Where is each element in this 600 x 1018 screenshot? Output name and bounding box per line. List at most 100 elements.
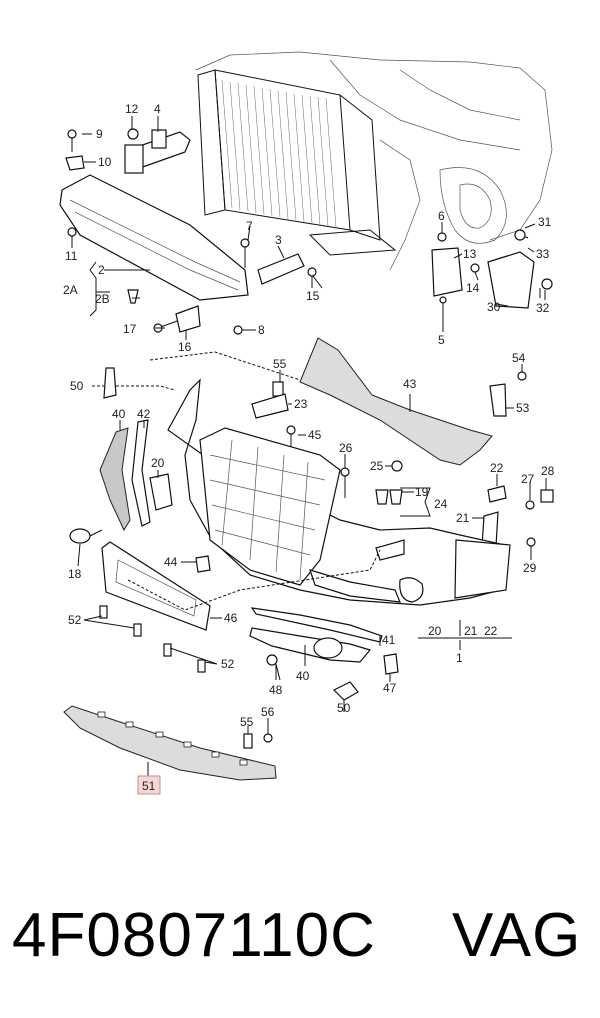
grille-insert-42 [131,419,151,527]
callout-52-lower: 52 [221,657,235,671]
callout-6: 6 [438,209,445,223]
radiator [197,69,397,256]
clip-44 [195,555,211,573]
nut-12 [127,128,139,140]
bolt-32 [539,278,553,298]
callout-16: 16 [178,340,192,354]
callout-2A: 2A [63,283,78,297]
bolt-48 [266,654,281,681]
lower-spoiler-51 [63,705,277,781]
bracket-47 [383,653,399,675]
plug-28 [540,489,554,503]
callout-4: 4 [154,102,161,116]
highlight-box-51 [137,775,161,795]
reinforcement-43 [299,337,493,466]
callout-43: 43 [403,377,417,391]
callout-1: 1 [456,651,463,665]
callout-52-upper: 52 [68,613,82,627]
callout-31: 31 [538,215,552,229]
car-body-outline [195,51,553,271]
callout-13: 13 [463,247,477,261]
callout-5: 5 [438,333,445,347]
callout-30: 30 [487,300,501,314]
callout-18: 18 [68,567,82,581]
callout-54: 54 [512,351,526,365]
nut-6 [437,232,447,242]
nut-11 [67,227,77,237]
callout-labels: 12 4 9 10 11 2 2A 2B 17 16 8 7 3 15 6 13… [63,102,555,795]
callout-10: 10 [98,155,112,169]
crash-box-4 [124,129,191,174]
callout-26: 26 [339,441,353,455]
bolt-31 [514,229,529,241]
callout-22-upper: 22 [490,461,504,475]
callout-29: 29 [523,561,537,575]
clip-22 [487,485,507,503]
bracket-23 [251,393,289,419]
tow-eye-18 [69,528,103,544]
bolt-29 [526,537,536,547]
callout-45: 45 [308,428,322,442]
callout-40-upper: 40 [112,407,126,421]
clips-52-lower [163,643,206,673]
callout-2: 2 [98,263,105,277]
leader-lines [71,116,547,776]
sensor-3 [257,253,305,285]
part-number-text: 4F0807110C [12,901,376,970]
callout-14: 14 [466,281,480,295]
callout-40-lower: 40 [296,669,310,683]
callout-27: 27 [521,472,535,486]
callout-42: 42 [137,407,151,421]
bolt-9 [67,129,77,152]
bolt-17 [153,319,181,333]
bracket-55-lower [243,733,253,749]
callout-20-lower: 20 [428,624,442,638]
bracket-55-upper [272,381,284,397]
moulding-50-upper [103,367,117,399]
cover-20-left [149,473,173,511]
callout-15: 15 [306,289,320,303]
callout-21-upper: 21 [456,511,470,525]
bolt-25 [391,460,403,472]
clip-2B [127,289,139,304]
callout-46: 46 [224,611,238,625]
callout-11: 11 [65,249,78,263]
callout-48: 48 [269,683,283,697]
bracket-53 [489,383,507,417]
nut-27 [525,500,535,510]
callout-7: 7 [246,219,253,233]
bracket-30 [487,251,535,309]
bolt-56 [263,733,273,743]
callout-50-upper: 50 [70,379,84,393]
bracket-13 [431,247,463,297]
callout-3: 3 [275,233,282,247]
bolt-14 [470,263,480,273]
brand-text: VAG [452,901,582,970]
bolt-45 [286,425,296,455]
grille-40-lower [249,627,372,663]
callout-33: 33 [536,247,550,261]
callout-8: 8 [258,323,265,337]
callout-12: 12 [125,102,139,116]
callout-23: 23 [294,397,308,411]
bolt-26 [340,467,350,498]
callout-24: 24 [434,497,448,511]
nut-8 [233,325,243,335]
bumper-cover [167,378,511,606]
callout-51-highlighted: 51 [142,779,156,793]
callout-20-left: 20 [151,456,165,470]
clip-19 [375,489,403,505]
grille-insert-40 [99,427,131,532]
bolt-7 [240,238,250,268]
bumper-carrier-bar [59,174,249,301]
parts-diagram: 12 4 9 10 11 2 2A 2B 17 16 8 7 3 15 6 13… [59,51,555,795]
callout-28: 28 [541,464,555,478]
callout-9: 9 [96,127,103,141]
callout-19: 19 [415,485,429,499]
callout-55-upper: 55 [273,357,287,371]
bolt-54 [517,371,527,381]
clips-52-upper [99,605,142,637]
callout-21-lower: 21 [464,624,478,638]
bracket-16 [175,305,201,333]
bolt-15 [307,267,323,289]
